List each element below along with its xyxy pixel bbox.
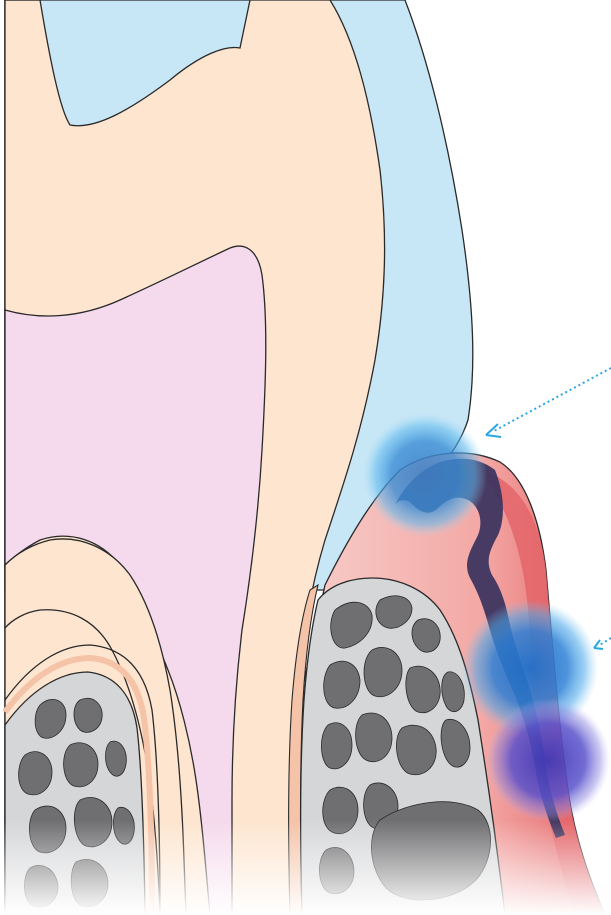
arrow-lower bbox=[594, 638, 611, 649]
inflammation-spot-lower bbox=[486, 698, 610, 822]
bottom-fade bbox=[0, 820, 611, 915]
arrow-upper bbox=[486, 368, 611, 437]
inflammation-spot-top bbox=[363, 413, 487, 537]
